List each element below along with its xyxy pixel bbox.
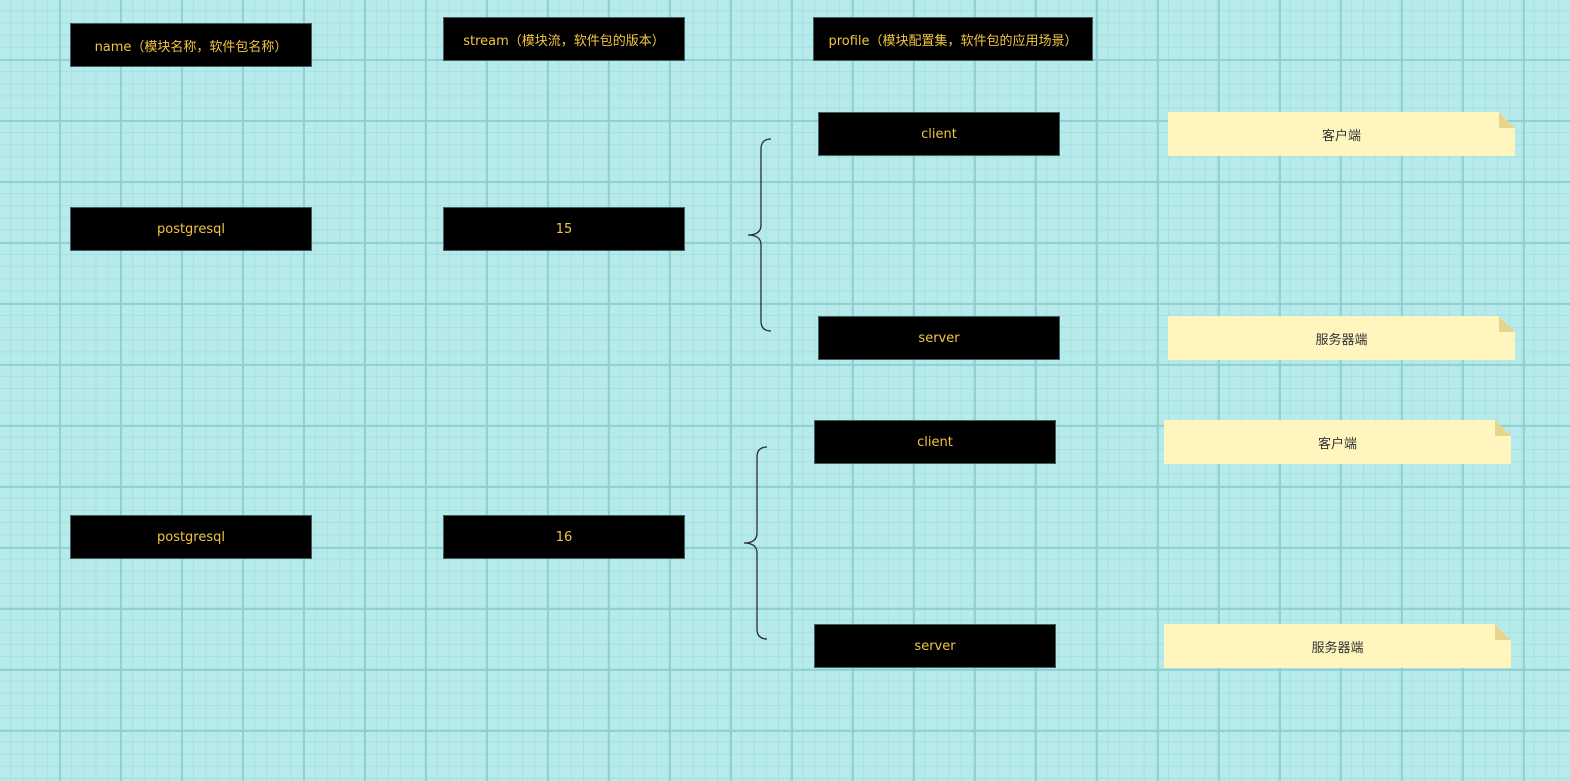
note-server: 服务器端: [1168, 316, 1515, 360]
brace-connector: [743, 446, 768, 640]
note-server-text: 服务器端: [1311, 640, 1364, 656]
module-name-box: postgresql: [70, 515, 312, 559]
header-profile: profile（模块配置集，软件包的应用场景）: [813, 17, 1093, 61]
header-name: name（模块名称，软件包名称）: [70, 23, 312, 67]
profile-box-server: server: [814, 624, 1056, 668]
note-server: 服务器端: [1164, 624, 1511, 668]
module-stream-box: 15: [443, 207, 685, 251]
profile-box-client: client: [818, 112, 1060, 156]
note-server-text: 服务器端: [1315, 332, 1368, 348]
brace-connector: [747, 138, 772, 332]
note-client: 客户端: [1168, 112, 1515, 156]
module-stream-box: 16: [443, 515, 685, 559]
profile-box-server: server: [818, 316, 1060, 360]
note-client: 客户端: [1164, 420, 1511, 464]
note-client-text: 客户端: [1317, 436, 1357, 452]
note-client-text: 客户端: [1321, 128, 1361, 144]
header-stream: stream（模块流，软件包的版本）: [443, 17, 685, 61]
profile-box-client: client: [814, 420, 1056, 464]
module-name-box: postgresql: [70, 207, 312, 251]
